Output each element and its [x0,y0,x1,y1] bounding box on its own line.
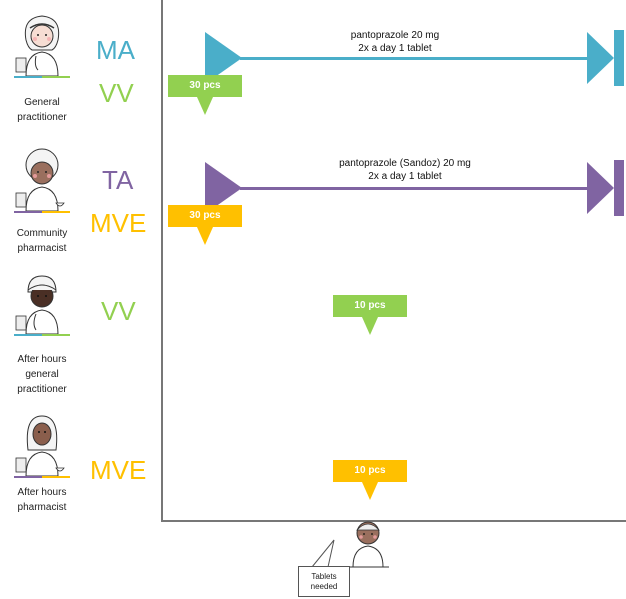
prescription-2-label: pantoprazole (Sandoz) 20 mg 2x a day 1 t… [305,157,505,183]
end-bar [614,30,624,86]
dispense-callout-pharmacist: 30 pcs [168,205,242,227]
prescription-line [240,187,590,190]
role-label-community-pharmacist: Community pharmacist [2,226,82,256]
vertical-axis [161,0,163,521]
pharmacist-icon [14,148,70,213]
end-bar [614,160,624,216]
pharmacist-icon [14,415,70,478]
role-label-line: pharmacist [17,243,67,254]
role-label-line: General [24,97,60,108]
speech-bubble-tail [311,539,335,568]
prescription-1-label: pantoprazole 20 mg 2x a day 1 tablet [300,29,490,55]
role-label-line: Community [16,228,68,239]
start-marker [205,162,242,214]
role-label-line: pharmacist [17,502,67,513]
dispense-callout-after-hours-gp: 10 pcs [333,295,407,317]
initials-ma: MA [96,35,135,65]
initials-vv: VV [101,296,136,326]
patient-avatar [350,521,389,568]
prescription-1-arrow [205,30,624,86]
dispense-callout-after-hours-pharmacist: 10 pcs [333,460,407,482]
end-marker [587,162,614,214]
speech-bubble: Tablets needed [298,566,350,597]
general-practitioner-avatar [12,10,72,84]
doctor-icon [14,15,70,78]
role-label-after-hours-gp: After hours general practitioner [2,352,82,397]
dispense-callout-gp: 30 pcs [168,75,242,97]
initials-mve: MVE [90,455,147,485]
after-hours-pharmacist-avatar [12,410,72,484]
callout-tip [197,227,213,245]
community-pharmacist-avatar [12,145,72,219]
after-hours-gp-avatar [12,268,72,342]
initials-ta: TA [102,165,134,195]
callout-tip [362,482,378,500]
speech-line: needed [310,582,338,591]
role-label-line: general [25,369,59,380]
initials-vv: VV [99,78,134,108]
role-label-after-hours-pharmacist: After hours pharmacist [2,485,82,515]
timeline-axis [161,520,626,522]
doctor-icon [14,275,70,336]
speech-line: Tablets [311,572,337,581]
patient-turban [356,523,380,531]
role-label-line: After hours [17,487,67,498]
patient-body [352,545,384,568]
callout-tip [362,317,378,335]
drug-name: pantoprazole (Sandoz) 20 mg [339,158,471,169]
role-label-general-practitioner: General practitioner [2,95,82,125]
initials-mve: MVE [90,208,147,238]
role-label-line: practitioner [17,112,67,123]
dosage: 2x a day 1 tablet [368,171,442,182]
drug-name: pantoprazole 20 mg [350,30,440,41]
role-label-line: practitioner [17,384,67,395]
prescription-line [240,57,590,60]
prescription-2-arrow [205,160,624,216]
dosage: 2x a day 1 tablet [358,43,432,54]
callout-tip [197,97,213,115]
end-marker [587,32,614,84]
role-label-line: After hours [17,354,67,365]
start-marker [205,32,242,84]
